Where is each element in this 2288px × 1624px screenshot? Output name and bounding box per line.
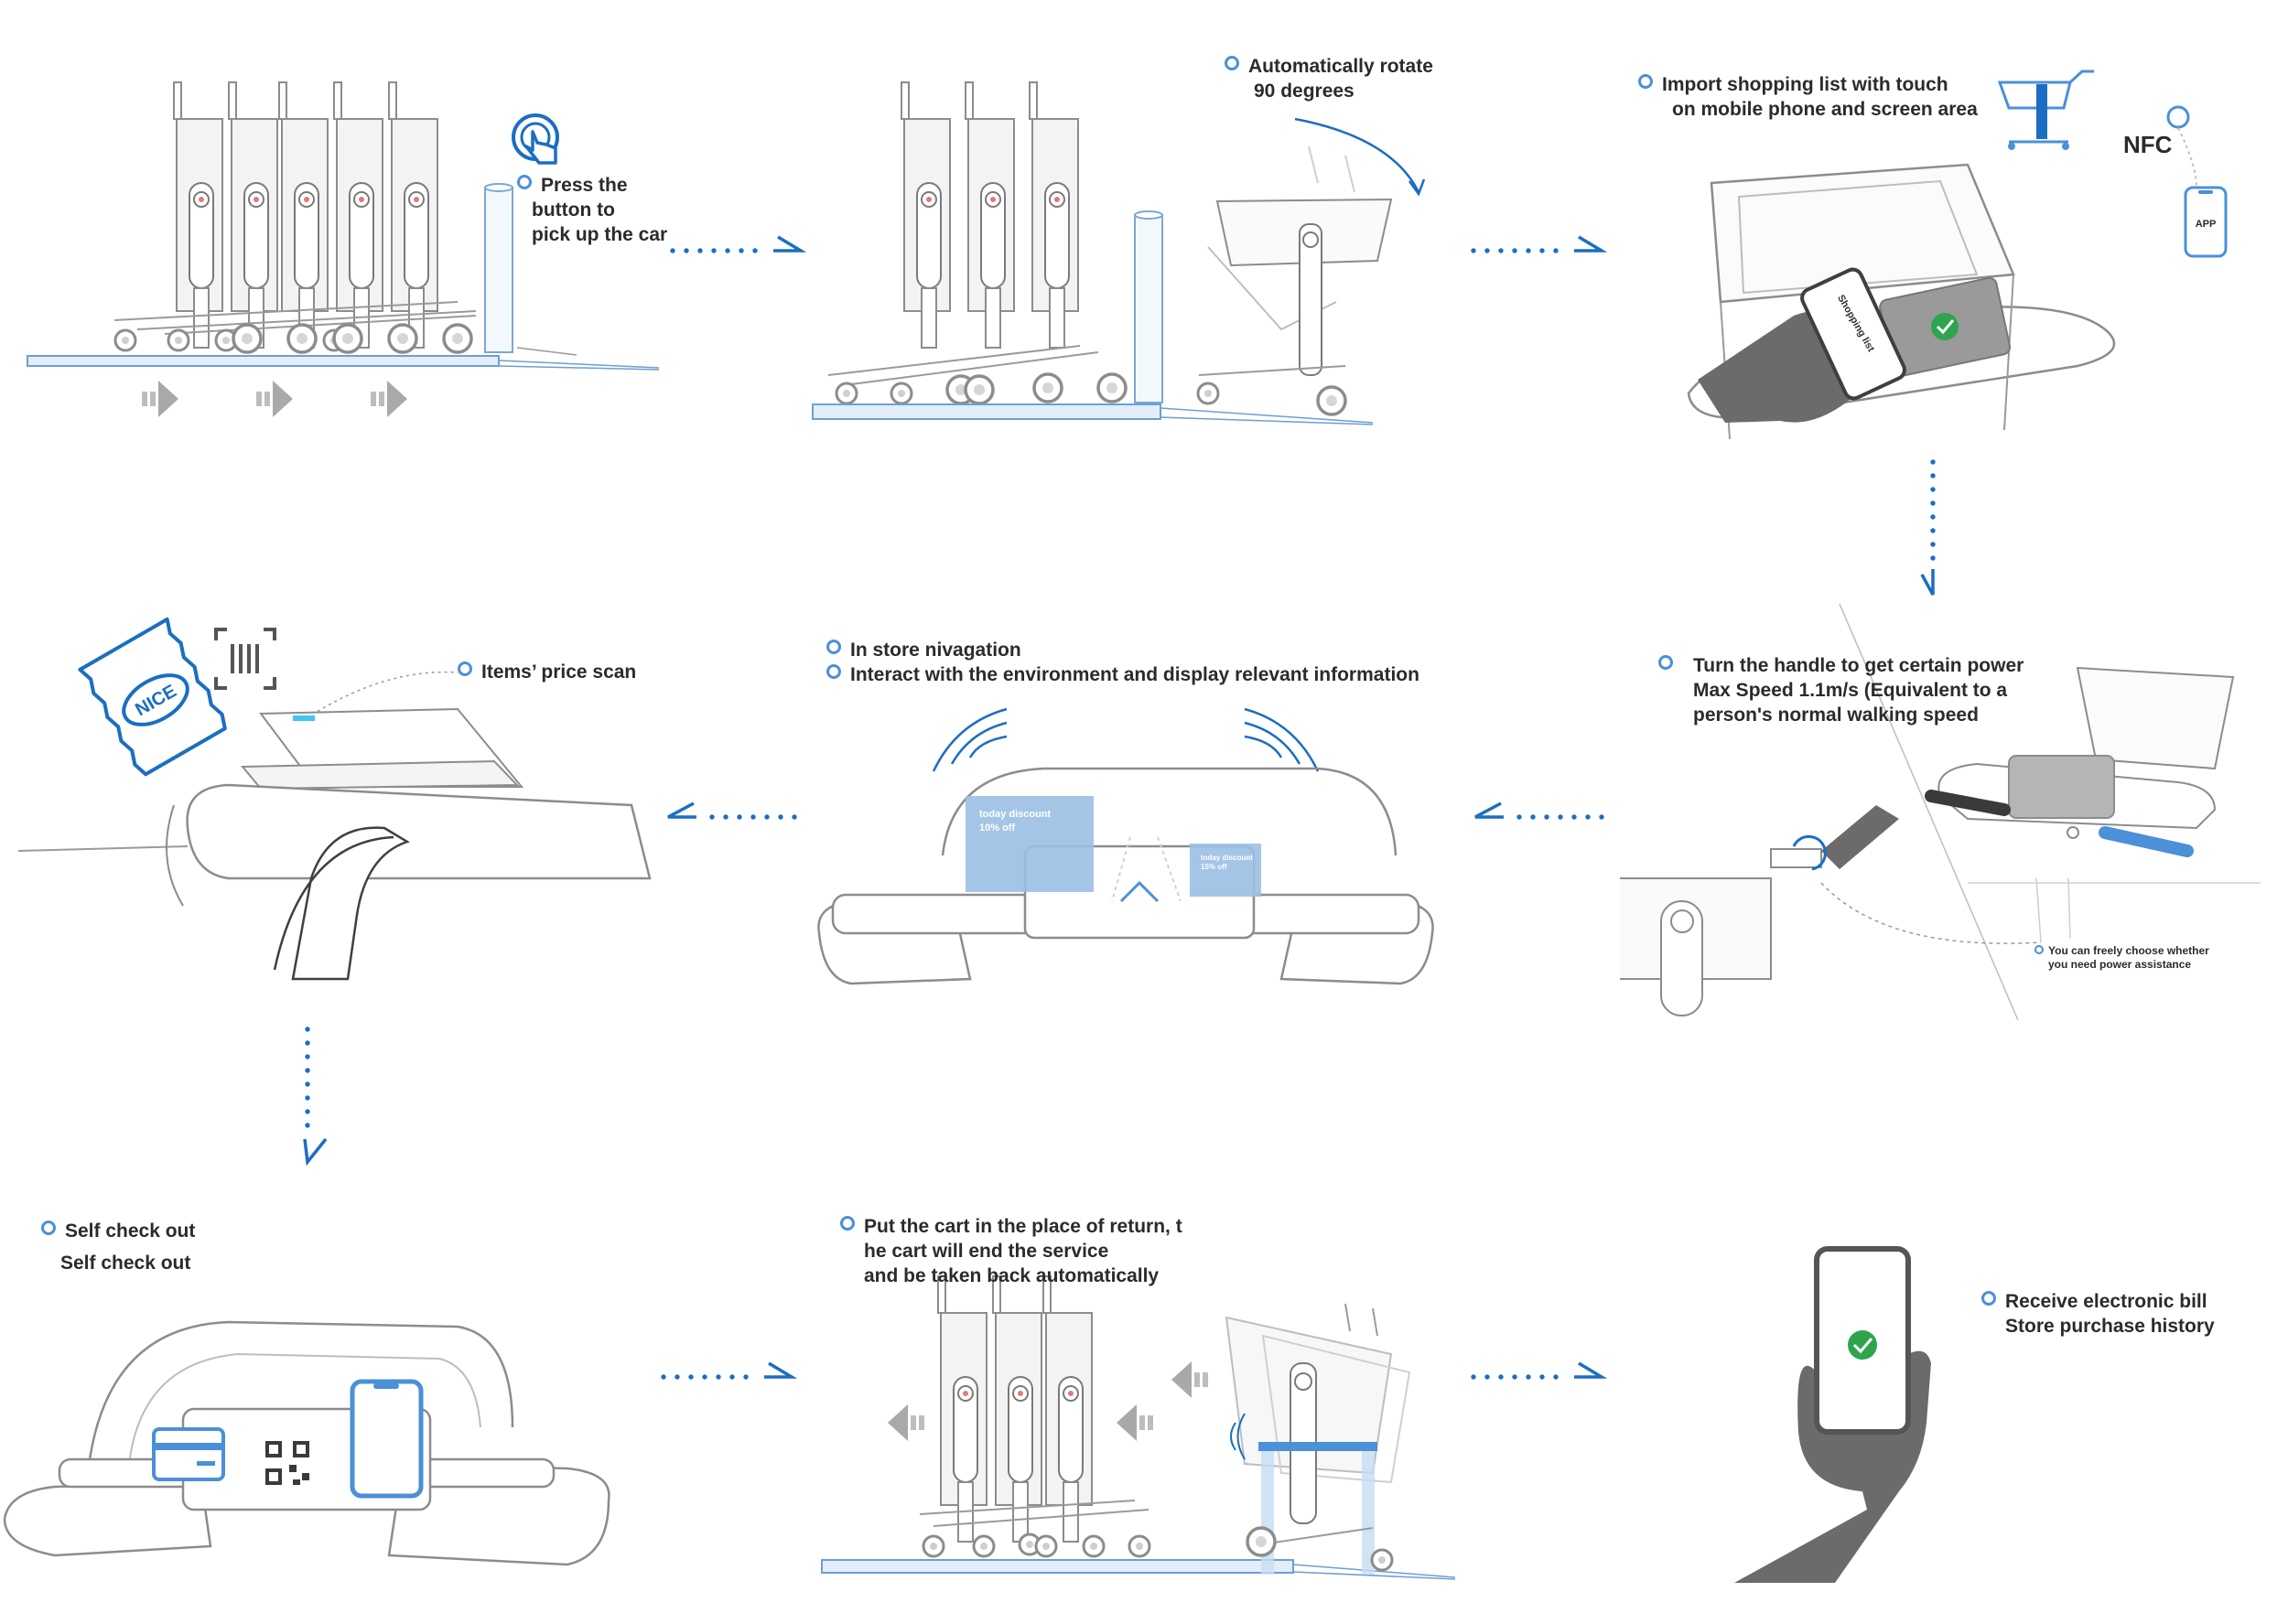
- cart-stack-illustration: [812, 81, 1374, 425]
- incoming-cart-illustration: [1225, 1303, 1411, 1575]
- mobile-phone-icon: [350, 1379, 424, 1499]
- bullet-icon: [517, 175, 532, 189]
- flow-arrows: [303, 235, 1936, 1380]
- bullet-icon: [1225, 56, 1239, 70]
- flow-arrow-6-7: [303, 1027, 328, 1167]
- power-note-line-1: You can freely choose whether: [2048, 944, 2209, 957]
- panel-navigation: today discount 10% off today discount 15…: [817, 707, 1434, 985]
- touch-button-icon: [512, 113, 559, 165]
- caption-return-line-2: he cart will end the service: [864, 1240, 1109, 1262]
- caption-pick-up-line-2: button to: [532, 199, 615, 220]
- caption-bill: Receive electronic bill Store purchase h…: [1981, 1290, 2215, 1339]
- bullet-icon: [840, 1216, 855, 1231]
- caption-bill-line-1: Receive electronic bill: [2005, 1291, 2207, 1312]
- panel-return: [821, 1275, 1456, 1580]
- caption-import-list: Import shopping list with touch on mobil…: [1638, 73, 1978, 123]
- bullet-icon: [826, 640, 841, 654]
- caption-checkout: Self check out Self check out: [41, 1220, 195, 1276]
- flow-arrow-7-8: [661, 1361, 798, 1380]
- caption-price-scan-line-1: Items’ price scan: [481, 661, 637, 683]
- caption-pick-up-line-3: pick up the car: [532, 223, 668, 245]
- flow-arrow-5-6: [667, 801, 797, 820]
- caption-navigation-line-1: In store nivagation: [850, 640, 1021, 661]
- discount-large-line-1: today discount: [979, 809, 1052, 820]
- caption-import-list-line-2: on mobile phone and screen area: [1672, 98, 1978, 120]
- cart-stack-illustration: [27, 81, 660, 371]
- hand-phone-illustration: [1734, 1246, 1931, 1583]
- caption-navigation-line-2: Interact with the environment and displa…: [850, 663, 1419, 685]
- caption-power-line-3: person's normal walking speed: [1693, 704, 1979, 726]
- caption-rotate-line-1: Automatically rotate: [1248, 56, 1433, 77]
- phone-in-hand-illustration: Shopping list: [1698, 267, 1906, 423]
- bullet-icon: [458, 661, 472, 676]
- flow-arrow-1-2: [670, 235, 807, 253]
- panel-pick-up: [27, 81, 660, 417]
- discount-large-line-2: 10% off: [979, 823, 1015, 834]
- scanner-handle-illustration: [17, 707, 652, 981]
- credit-card-icon: [152, 1427, 225, 1481]
- nfc-illustration: NFC APP: [1997, 70, 2228, 258]
- bullet-icon: [1981, 1291, 1996, 1306]
- discount-small-line-2: 15% off: [1201, 863, 1227, 871]
- discount-small-line-1: today discount: [1201, 854, 1253, 862]
- returned-cart-stack-illustration: [821, 1275, 1456, 1580]
- signal-waves: [932, 707, 1320, 772]
- panel-bill: [1734, 1246, 1931, 1583]
- panel-checkout: [3, 1320, 610, 1566]
- handle-detail-illustration: [1620, 805, 2042, 1016]
- panel-price-scan: NICE: [17, 617, 652, 981]
- caption-return: Put the cart in the place of return, t h…: [840, 1215, 1182, 1289]
- caption-return-line-1: Put the cart in the place of return, t: [864, 1216, 1182, 1237]
- panel-rotate: [812, 81, 1426, 425]
- caption-rotate: Automatically rotate 90 degrees: [1225, 55, 1433, 104]
- caption-import-list-line-1: Import shopping list with touch: [1662, 74, 1948, 95]
- caption-power: Turn the handle to get certain power Max…: [1658, 654, 2024, 728]
- flow-arrow-4-5: [1474, 801, 1604, 820]
- panel-import-list: Shopping list NFC APP: [1687, 70, 2228, 440]
- power-note-line-2: you need power assistance: [2048, 958, 2191, 971]
- panel-power: You can freely choose whether you need p…: [1620, 603, 2261, 1021]
- caption-power-line-2: Max Speed 1.1m/s (Equivalent to a: [1693, 679, 2008, 701]
- flow-arrow-8-9: [1471, 1361, 1608, 1380]
- direction-arrows: [142, 381, 407, 417]
- bullet-icon: [1658, 655, 1673, 670]
- bullet-icon: [41, 1221, 56, 1235]
- app-label: APP: [2196, 219, 2217, 230]
- caption-power-line-1: Turn the handle to get certain power: [1693, 655, 2024, 676]
- handlebar-screen-illustration: today discount 10% off today discount 15…: [817, 767, 1434, 985]
- caption-checkout-line-1: Self check out: [65, 1221, 196, 1242]
- flow-arrow-3-4: [1920, 459, 1936, 596]
- caption-price-scan: Items’ price scan: [458, 661, 636, 685]
- caption-bill-line-2: Store purchase history: [2005, 1315, 2215, 1337]
- bullet-icon: [826, 663, 841, 679]
- caption-checkout-line-2: Self check out: [60, 1252, 191, 1274]
- caption-pick-up-line-1: Press the: [541, 175, 628, 196]
- caption-pick-up: Press the button to pick up the car: [517, 174, 667, 248]
- caption-return-line-3: and be taken back automatically: [864, 1264, 1160, 1286]
- flow-arrow-2-3: [1471, 235, 1608, 253]
- nfc-label: NFC: [2123, 131, 2173, 158]
- snack-package-icon: NICE: [78, 617, 227, 777]
- caption-rotate-line-2: 90 degrees: [1254, 80, 1354, 102]
- rotating-cart-illustration: [1196, 117, 1426, 416]
- qr-code-icon: [265, 1441, 309, 1485]
- bullet-icon: [1638, 74, 1653, 89]
- powered-cart-illustration: [1925, 666, 2261, 943]
- caption-navigation: In store nivagation Interact with the en…: [826, 639, 1419, 688]
- barcode-scan-icon: [214, 628, 276, 690]
